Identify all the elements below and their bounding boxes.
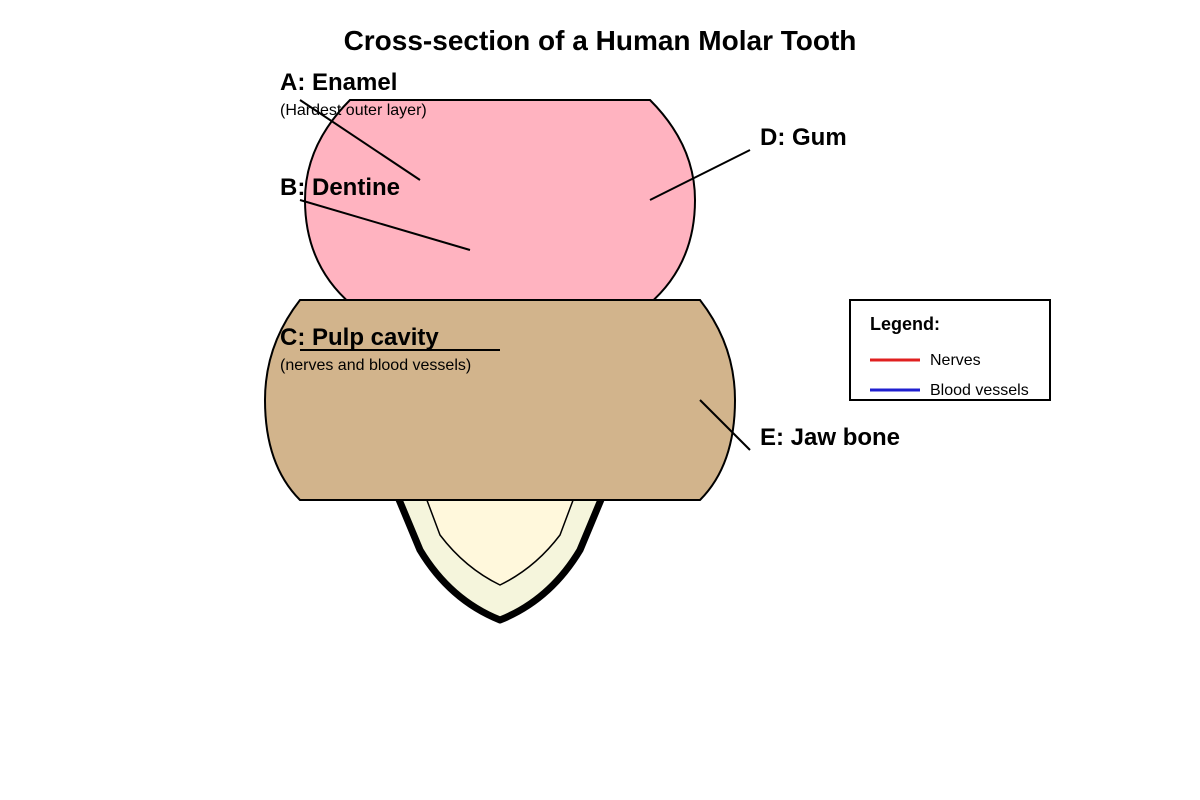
label-pulp-cavity-note: (nerves and blood vessels) xyxy=(280,357,471,374)
label-pulp-cavity: C: Pulp cavity xyxy=(280,324,439,351)
tooth-crown xyxy=(303,99,697,306)
leader-line-jaw-bone xyxy=(699,399,751,451)
leader-line-dentine xyxy=(299,199,471,251)
legend-box xyxy=(849,299,1051,401)
leader-line-gum xyxy=(649,149,751,201)
diagram-title: Cross-section of a Human Molar Tooth xyxy=(344,25,857,56)
label-enamel-note: (Hardest outer layer) xyxy=(280,102,427,119)
leader-line-enamel xyxy=(299,99,421,181)
legend-label-blood-vessels: Blood vessels xyxy=(930,382,1029,399)
legend-title: Legend: xyxy=(870,314,940,334)
label-jaw-bone: E: Jaw bone xyxy=(760,424,900,451)
legend: Legend: Nerves Blood vessels xyxy=(849,299,1051,401)
label-dentine: B: Dentine xyxy=(280,174,400,201)
legend-label-nerves: Nerves xyxy=(930,352,981,369)
label-gum: D: Gum xyxy=(760,124,847,151)
root-inner-pulp xyxy=(423,494,577,586)
label-enamel: A: Enamel xyxy=(280,69,397,96)
